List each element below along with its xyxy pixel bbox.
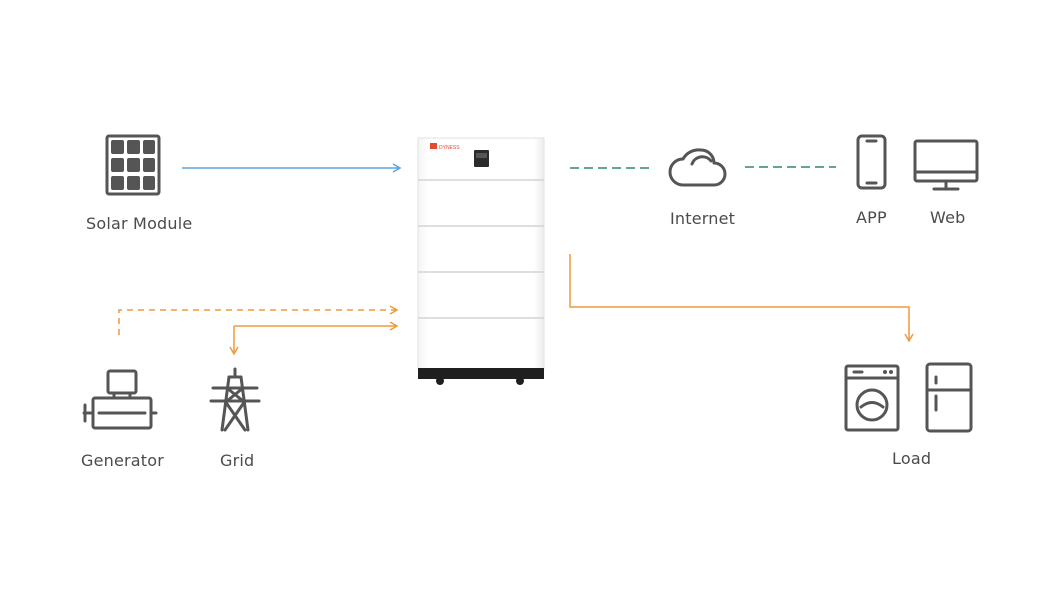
internet-label: Internet xyxy=(670,209,736,228)
smartphone-icon xyxy=(856,134,887,190)
solar-module-label: Solar Module xyxy=(86,214,193,233)
generator-icon xyxy=(82,369,158,430)
cloud-icon xyxy=(668,148,727,187)
washing-machine-icon xyxy=(844,364,900,432)
web-label: Web xyxy=(930,208,966,227)
battery-brand: DYNESS xyxy=(439,145,460,151)
battery-to-load-line xyxy=(569,254,914,343)
solar-panel-icon xyxy=(105,134,161,196)
app-label: APP xyxy=(856,208,887,227)
battery-display-panel xyxy=(474,150,489,167)
monitor-icon xyxy=(913,139,979,191)
generator-label: Generator xyxy=(81,451,165,470)
grid-label: Grid xyxy=(220,451,255,470)
load-label: Load xyxy=(892,449,932,468)
battery-storage-unit: DYNESS xyxy=(417,137,545,385)
refrigerator-icon xyxy=(925,362,973,433)
generator-to-battery-line xyxy=(118,305,399,335)
transmission-tower-icon xyxy=(209,367,261,432)
